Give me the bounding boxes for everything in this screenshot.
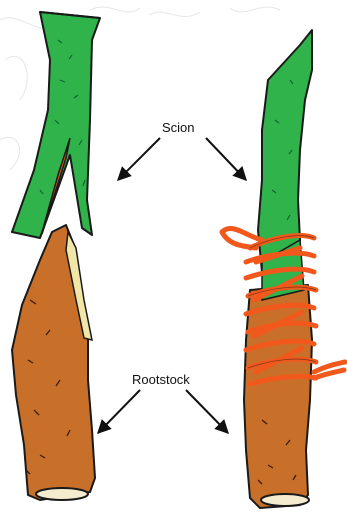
grafted-rootstock-body (244, 285, 312, 508)
scion-arrow-left (118, 138, 160, 180)
grafted-rootstock-end (261, 494, 309, 506)
scion-cutting (12, 12, 100, 238)
scion-arrows (118, 138, 246, 180)
grafting-tie (222, 228, 345, 384)
scion-cutting-body (12, 12, 100, 238)
rootstock-arrows (98, 390, 228, 433)
scion-arrow-right (206, 138, 246, 180)
rootstock-label: Rootstock (132, 372, 190, 387)
rootstock-cutting-end (36, 488, 88, 500)
grafted-rootstock (244, 285, 312, 508)
rootstock-cutting-body (12, 225, 95, 500)
rootstock-cutting (12, 225, 95, 500)
rootstock-arrow-right (186, 390, 228, 433)
scion-label: Scion (162, 120, 195, 135)
rootstock-arrow-left (98, 390, 140, 433)
